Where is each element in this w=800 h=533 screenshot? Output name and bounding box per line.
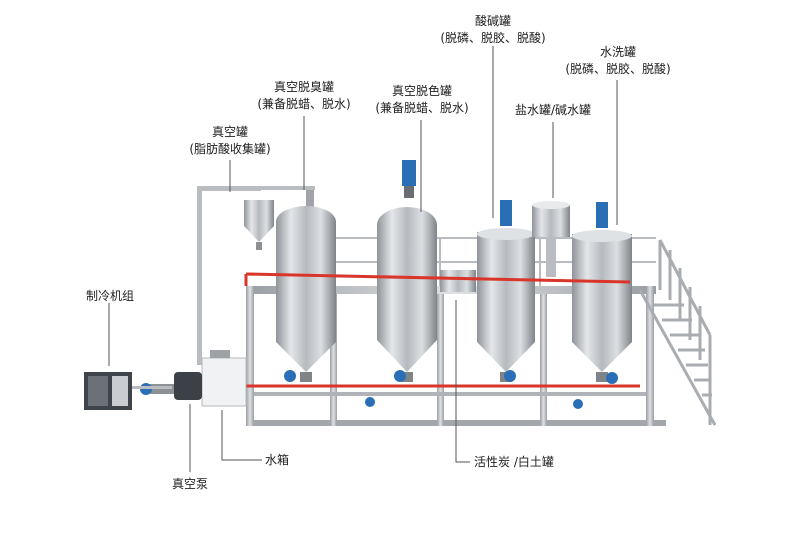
- label-brine-tank: 盐水罐/碱水罐: [500, 102, 606, 119]
- carbon-clay-tank: [440, 270, 476, 292]
- water-box: [201, 350, 247, 407]
- heating-pipes: [240, 272, 640, 388]
- label-water-box: 水箱: [265, 452, 289, 469]
- label-vacuum-pump: 真空泵: [166, 476, 214, 493]
- acid-alkali-tank-sub: (脱磷、脱胶、脱酸): [440, 31, 546, 45]
- vacuum-tank-sub: (脂肪酸收集罐): [189, 142, 271, 156]
- bottom-pumps: [284, 370, 618, 409]
- leader-lines: [108, 46, 618, 472]
- vacuum-pipe-column: [197, 186, 315, 365]
- deodorizer-sub: (兼备脱蜡、脱水): [257, 97, 351, 111]
- label-deodorizer: 真空脱臭罐 (兼备脱蜡、脱水): [246, 79, 362, 113]
- label-acid-alkali-tank: 酸碱罐 (脱磷、脱胶、脱酸): [435, 13, 551, 47]
- water-wash-tank: [572, 202, 632, 382]
- decolorizer-tank: [377, 160, 437, 382]
- decolorizer-sub: (兼备脱蜡、脱水): [375, 101, 469, 115]
- refrigeration-unit: [84, 372, 172, 410]
- acid-alkali-tank: [477, 200, 535, 382]
- deodorizer-title: 真空脱臭罐: [273, 80, 334, 94]
- decolorizer-title: 真空脱色罐: [391, 84, 452, 98]
- label-carbon-clay-tank: 活性炭 /白土罐: [474, 454, 554, 471]
- brine-tank-title: 盐水罐/碱水罐: [514, 103, 592, 117]
- water-box-title: 水箱: [265, 453, 290, 467]
- refrigeration-title: 制冷机组: [85, 289, 134, 303]
- vacuum-pump-title: 真空泵: [171, 477, 208, 491]
- deodorizer-tank: [276, 190, 336, 382]
- carbon-clay-tank-title: 活性炭 /白土罐: [474, 455, 554, 469]
- label-water-wash-tank: 水洗罐 (脱磷、脱胶、脱酸): [560, 44, 676, 78]
- label-refrigeration: 制冷机组: [80, 288, 140, 305]
- vacuum-tank-title: 真空罐: [211, 125, 248, 139]
- vacuum-collection-tank: [244, 200, 274, 250]
- label-vacuum-tank: 真空罐 (脂肪酸收集罐): [172, 124, 288, 158]
- water-wash-tank-title: 水洗罐: [599, 45, 636, 59]
- acid-alkali-tank-title: 酸碱罐: [474, 14, 511, 28]
- staircase: [638, 239, 717, 426]
- label-decolorizer: 真空脱色罐 (兼备脱蜡、脱水): [364, 83, 480, 117]
- brine-tank: [532, 201, 570, 277]
- water-wash-tank-sub: (脱磷、脱胶、脱酸): [565, 62, 671, 76]
